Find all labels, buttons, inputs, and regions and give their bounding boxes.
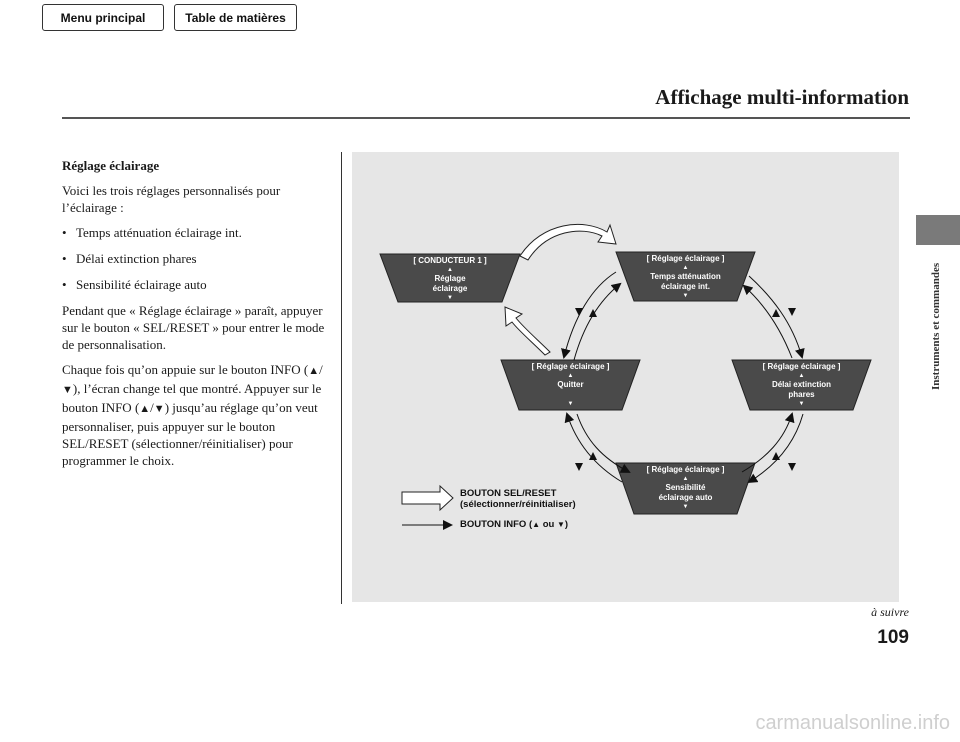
legend-sel-reset-label: BOUTON SEL/RESET (sélectionner/réinitial… [460,488,576,510]
table-of-contents-button[interactable]: Table de matières [174,4,297,31]
sel-reset-arrow-enter [519,223,617,261]
screen-temps [615,251,756,302]
down-arrow-icon: ▼ [447,295,453,301]
up-arrow-icon: ▲ [682,265,689,271]
screen-sensibilite [615,462,756,515]
down-arrow-icon: ▼ [798,401,805,407]
screen-sensibilite-text: [ Réglage éclairage ] ▲ Sensibilité écla… [616,465,755,511]
down-arrow-icon: ▼ [556,520,565,529]
screen-delai [731,359,872,411]
down-arrow-icon: ▼ [567,401,574,407]
screen-conducteur [379,253,521,303]
screen-quitter [500,359,641,411]
list-item: •Sensibilité éclairage auto [62,277,207,292]
screen-temps-text: [ Réglage éclairage ] ▲ Temps atténuatio… [616,254,755,300]
screen-quitter-text: [ Réglage éclairage ] ▲ Quitter ▼ [501,362,640,408]
screen-conducteur-text: [ CONDUCTEUR 1 ] ▲ Réglage éclairage ▼ [380,256,520,302]
down-arrow-icon: ▼ [682,293,689,299]
up-arrow-icon: ▲ [308,365,320,377]
body-text: Réglage éclairage Voici les trois réglag… [62,157,338,477]
sel-reset-arrow-exit [504,306,551,356]
page-number: 109 [877,627,909,648]
column-divider [341,152,342,604]
cycle-button-triangles [575,308,796,471]
up-arrow-icon: ▲ [567,373,574,379]
up-arrow-icon: ▲ [682,476,689,482]
settings-flow-diagram: [ CONDUCTEUR 1 ] ▲ Réglage éclairage ▼ [… [352,152,899,602]
section-label: Instruments et commandes [930,262,942,390]
info-cycle-arrows [561,271,805,484]
section-heading: Réglage éclairage [62,158,160,173]
page-title: Affichage multi-information [655,85,909,109]
watermark: carmanualsonline.info [755,712,950,734]
info-paragraph: Chaque fois qu’on appuie sur le bouton I… [62,362,323,468]
legend-sel-reset-arrow [401,484,454,512]
up-arrow-icon: ▲ [798,373,805,379]
up-arrow-icon: ▲ [139,403,151,415]
down-arrow-icon: ▼ [682,504,689,510]
continued-note: à suivre [871,605,909,619]
list-item: •Temps atténuation éclairage int. [62,225,242,240]
down-arrow-icon: ▼ [153,403,165,415]
main-menu-button[interactable]: Menu principal [42,4,164,31]
legend-info-label: BOUTON INFO (▲ ou ▼) [460,519,569,530]
list-item: •Délai extinction phares [62,251,197,266]
intro-paragraph: Voici les trois réglages personnalisés p… [62,183,281,215]
screen-delai-text: [ Réglage éclairage ] ▲ Délai extinction… [732,362,871,408]
instruction-paragraph: Pendant que « Réglage éclairage » paraît… [62,303,325,352]
down-arrow-icon: ▼ [62,384,73,396]
section-tab[interactable] [916,215,960,245]
diagram-graphics [379,223,872,530]
header-divider [62,117,910,119]
up-arrow-icon: ▲ [447,267,453,273]
up-arrow-icon: ▲ [532,520,541,529]
